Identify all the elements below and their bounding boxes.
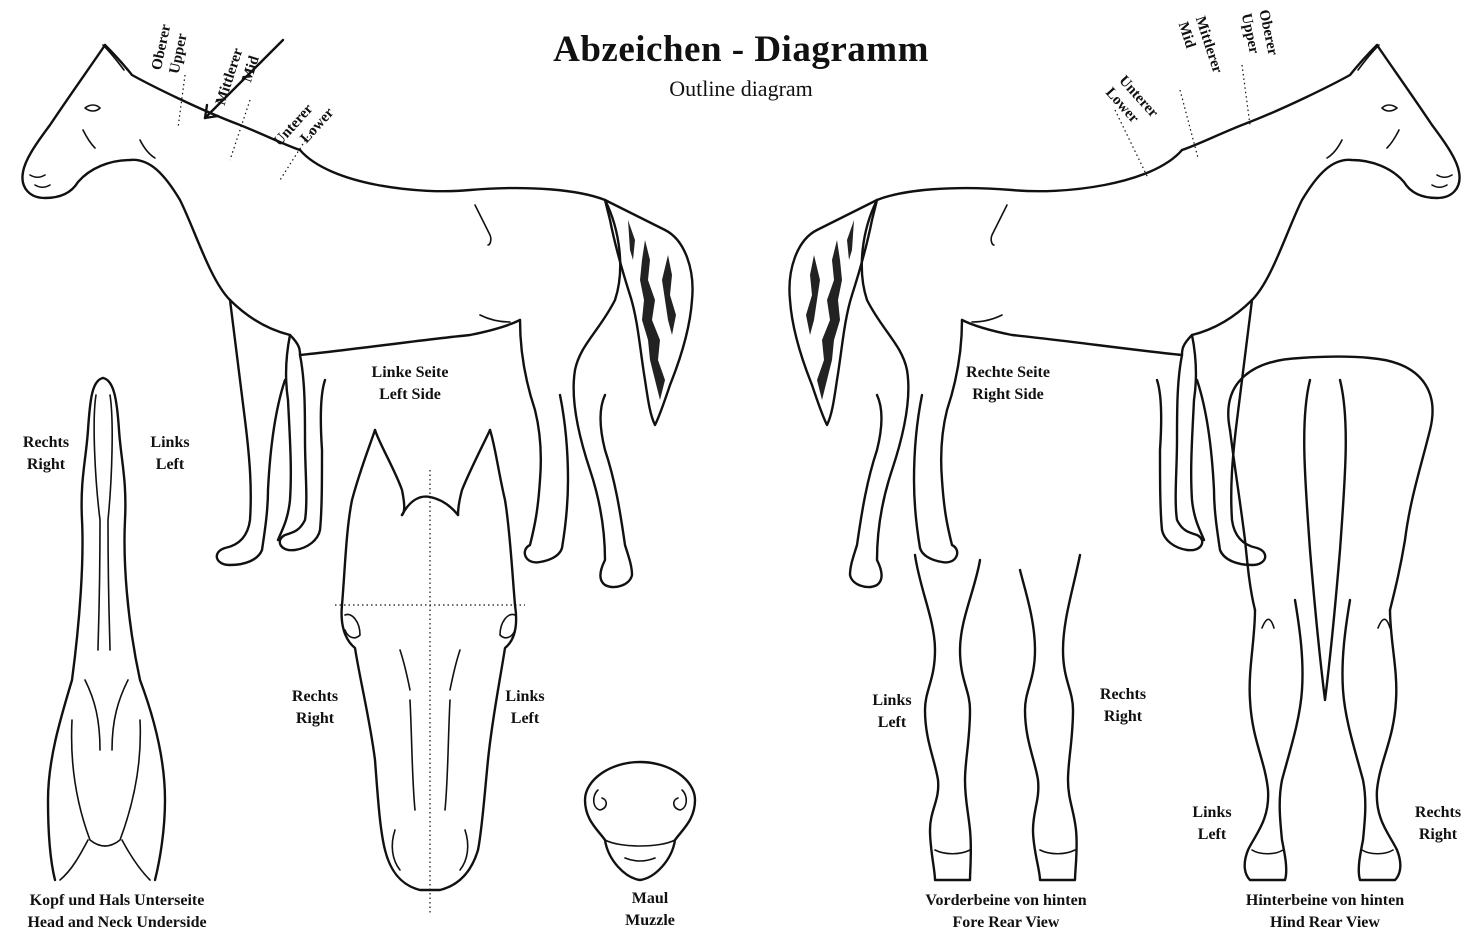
underside-left-label: Links Left (138, 432, 202, 476)
hind-rear-left-label: Links Left (1180, 802, 1244, 846)
right-side-label: Rechte Seite Right Side (948, 362, 1068, 406)
hind-rear-caption: Hinterbeine von hinten Hind Rear View (1220, 890, 1430, 934)
head-front-outline (335, 430, 525, 915)
right-side-horse-outline (789, 45, 1459, 587)
muzzle-outline (585, 762, 695, 880)
underside-right-de: Rechts (14, 432, 78, 454)
underside-left-en: Left (138, 454, 202, 476)
hind-rear-right-en: Right (1402, 824, 1474, 846)
underside-caption-de: Kopf und Hals Unterseite (0, 890, 234, 912)
fore-legs-rear-view-outline (915, 555, 1080, 880)
head-front-left-de: Links (492, 686, 558, 708)
left-side-horse-outline (22, 45, 692, 587)
hind-rear-caption-en: Hind Rear View (1220, 912, 1430, 934)
underside-caption-en: Head and Neck Underside (0, 912, 234, 934)
underside-right-label: Rechts Right (14, 432, 78, 476)
fore-rear-right-de: Rechts (1088, 684, 1158, 706)
fore-rear-left-label: Links Left (860, 690, 924, 734)
head-front-left-label: Links Left (492, 686, 558, 730)
fore-rear-left-de: Links (860, 690, 924, 712)
underside-left-de: Links (138, 432, 202, 454)
fore-rear-right-label: Rechts Right (1088, 684, 1158, 728)
fore-rear-caption: Vorderbeine von hinten Fore Rear View (900, 890, 1112, 934)
left-side-label-en: Left Side (350, 384, 470, 406)
fore-rear-left-en: Left (860, 712, 924, 734)
head-front-left-en: Left (492, 708, 558, 730)
head-front-right-de: Rechts (282, 686, 348, 708)
head-front-right-label: Rechts Right (282, 686, 348, 730)
muzzle-caption-en: Muzzle (610, 910, 690, 932)
right-side-label-de: Rechte Seite (948, 362, 1068, 384)
underside-right-en: Right (14, 454, 78, 476)
underside-caption: Kopf und Hals Unterseite Head and Neck U… (0, 890, 234, 934)
fore-rear-right-en: Right (1088, 706, 1158, 728)
left-side-label: Linke Seite Left Side (350, 362, 470, 406)
hind-rear-left-de: Links (1180, 802, 1244, 824)
fore-rear-caption-en: Fore Rear View (900, 912, 1112, 934)
right-side-label-en: Right Side (948, 384, 1068, 406)
muzzle-caption: Maul Muzzle (610, 888, 690, 932)
hind-rear-right-label: Rechts Right (1402, 802, 1474, 846)
muzzle-caption-de: Maul (610, 888, 690, 910)
hind-rear-caption-de: Hinterbeine von hinten (1220, 890, 1430, 912)
hind-rear-right-de: Rechts (1402, 802, 1474, 824)
fore-rear-caption-de: Vorderbeine von hinten (900, 890, 1112, 912)
head-front-right-en: Right (282, 708, 348, 730)
left-side-label-de: Linke Seite (350, 362, 470, 384)
hind-rear-left-en: Left (1180, 824, 1244, 846)
